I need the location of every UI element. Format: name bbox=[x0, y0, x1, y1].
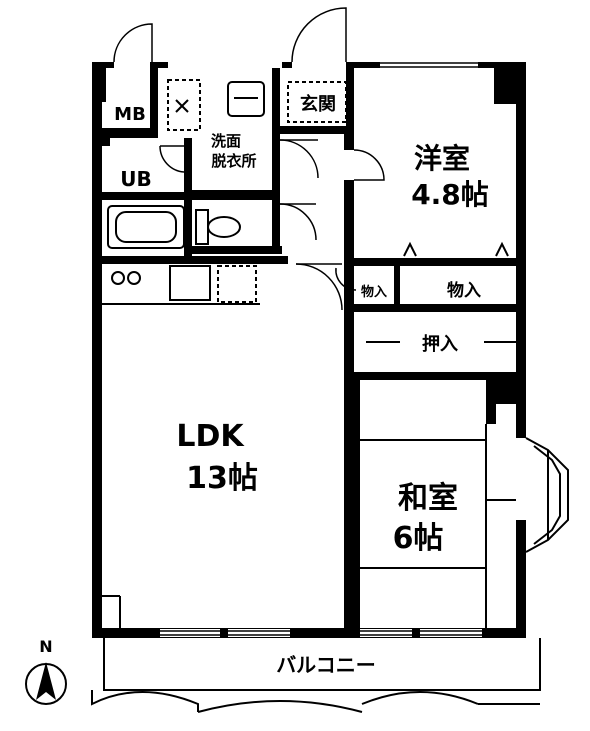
balcony-outline bbox=[91, 638, 541, 713]
closet-label: 押入 bbox=[422, 333, 458, 355]
entrance-label: 玄関 bbox=[300, 93, 336, 115]
mb-label: MB bbox=[114, 104, 146, 125]
western-room-size: 4.8帖 bbox=[411, 178, 489, 211]
north-label: N bbox=[39, 637, 52, 656]
room-labels: MB 洗面 脱衣所 玄関 洋室 4.8帖 UB 物入 物入 押入 LDK 13帖… bbox=[114, 93, 489, 677]
wash-room-label-1: 洗面 bbox=[211, 132, 241, 150]
japanese-room-name: 和室 bbox=[398, 481, 458, 516]
outer-walls bbox=[92, 62, 526, 638]
storage-label: 物入 bbox=[447, 280, 481, 301]
ldk-name: LDK bbox=[176, 419, 245, 454]
ldk-size: 13帖 bbox=[186, 461, 258, 496]
fixtures bbox=[102, 79, 569, 628]
north-arrow-icon bbox=[36, 662, 56, 700]
japanese-room-size: 6帖 bbox=[393, 521, 444, 556]
wash-room-label-2: 脱衣所 bbox=[211, 152, 256, 170]
interior-walls bbox=[102, 62, 526, 628]
balcony-label: バルコニー bbox=[276, 653, 376, 677]
ub-label: UB bbox=[120, 167, 151, 191]
doors bbox=[113, 7, 385, 311]
storage-small-label: 物入 bbox=[361, 284, 387, 300]
compass: N bbox=[25, 637, 67, 705]
western-room-name: 洋室 bbox=[414, 142, 470, 175]
